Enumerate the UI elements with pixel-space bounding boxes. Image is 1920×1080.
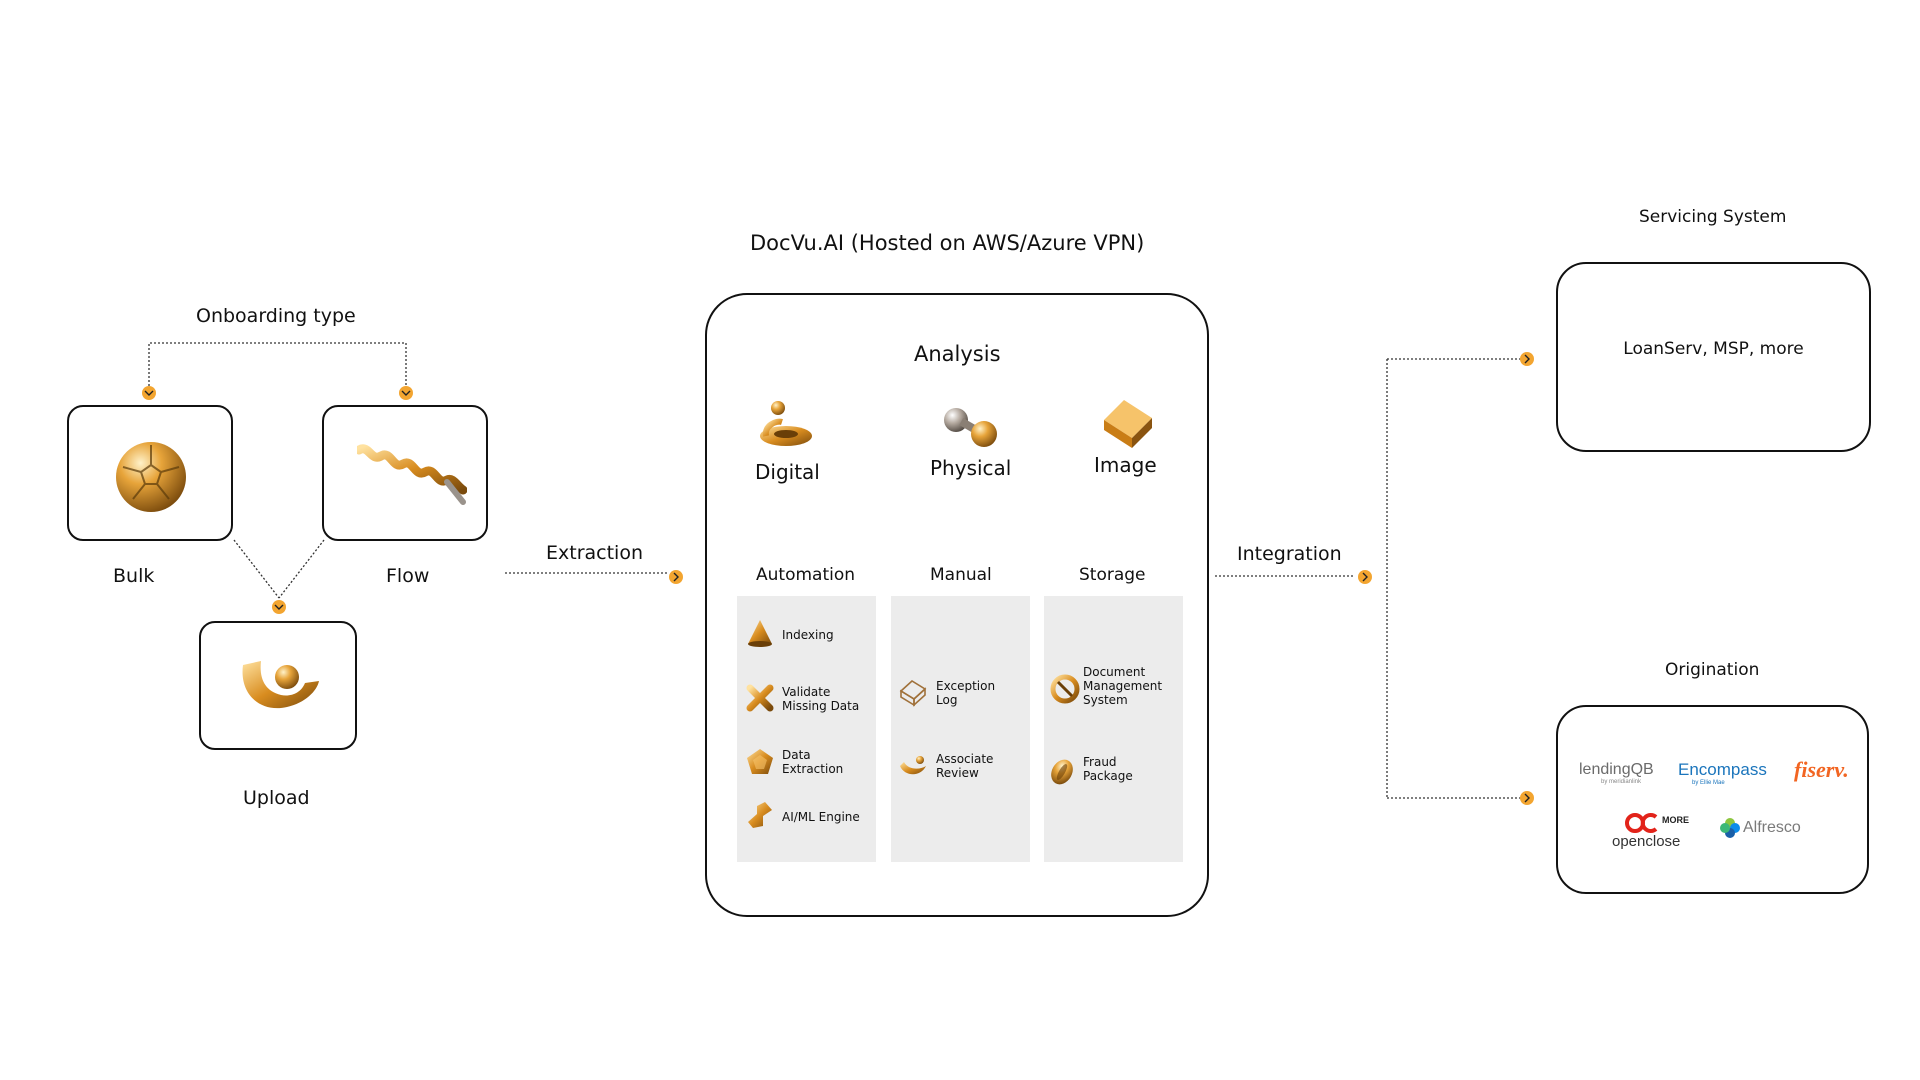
fiserv-logo: fiserv. xyxy=(1794,757,1849,782)
gold-ring-sphere-icon xyxy=(760,401,812,446)
automation-item-label: Validate Missing Data xyxy=(782,685,860,713)
gold-cone-icon xyxy=(748,620,772,647)
storage-item-label: Document Management System xyxy=(1083,665,1163,707)
arrow-down-flow xyxy=(399,386,413,400)
gold-disc-icon xyxy=(1051,759,1073,785)
analysis-title: Analysis xyxy=(914,342,1001,366)
wireframe-cube-icon xyxy=(899,680,927,707)
alfresco-flower-icon xyxy=(1720,818,1740,838)
gold-crescent-icon xyxy=(900,756,926,775)
gold-stairs-icon xyxy=(748,802,772,828)
gold-magnet-sphere-icon xyxy=(242,661,319,709)
bulk-label: Bulk xyxy=(113,565,155,587)
arrow-right-integration xyxy=(1358,570,1372,584)
lendingqb-sub: by meridianlink xyxy=(1601,779,1642,785)
servicing-title: Servicing System xyxy=(1639,207,1787,227)
gold-cube-icon xyxy=(1104,400,1152,448)
lendingqb-logo: lendingQB by meridianlink xyxy=(1579,761,1654,785)
storage-header: Storage xyxy=(1079,565,1146,585)
automation-item-label: Data Extraction xyxy=(782,748,844,776)
automation-header: Automation xyxy=(756,565,856,585)
manual-item-label: Associate Review xyxy=(936,752,994,780)
upload-card[interactable] xyxy=(199,621,357,750)
automation-item-label: AI/ML Engine xyxy=(782,810,860,824)
integration-label: Integration xyxy=(1237,543,1342,565)
arrow-right-origination xyxy=(1520,791,1534,805)
gold-soccer-ball-icon xyxy=(116,442,186,512)
servicing-body: LoanServ, MSP, more xyxy=(1623,339,1804,359)
origination-title: Origination xyxy=(1665,660,1760,680)
extraction-label: Extraction xyxy=(546,542,643,564)
lendingqb-name: lendingQB xyxy=(1579,761,1654,778)
openclose-name: openclose xyxy=(1612,833,1681,850)
servicing-card[interactable]: LoanServ, MSP, more xyxy=(1556,262,1871,452)
openclose-mark-icon xyxy=(1625,813,1658,833)
dumbbell-spheres-icon xyxy=(944,408,997,447)
storage-panel xyxy=(1044,596,1183,862)
analysis-image-label: Image xyxy=(1094,453,1157,477)
bulk-card[interactable] xyxy=(67,405,233,541)
encompass-name: Encompass xyxy=(1678,760,1767,779)
gold-torus-icon xyxy=(1050,674,1080,704)
alfresco-name: Alfresco xyxy=(1743,819,1801,836)
encompass-sub: by Ellie Mae xyxy=(1692,780,1725,786)
storage-item-label: Fraud Package xyxy=(1083,755,1133,783)
flow-label: Flow xyxy=(386,565,430,587)
origination-card[interactable]: lendingQB by meridianlink Encompass by E… xyxy=(1556,705,1869,894)
encompass-logo: Encompass by Ellie Mae xyxy=(1678,760,1767,786)
arrow-right-servicing xyxy=(1520,352,1534,366)
automation-item-label: Indexing xyxy=(782,628,834,642)
manual-panel xyxy=(891,596,1030,862)
platform-title: DocVu.AI (Hosted on AWS/Azure VPN) xyxy=(750,231,1145,255)
arrow-down-upload xyxy=(272,600,286,614)
gold-ribbon-icon xyxy=(357,444,467,505)
arrow-right-extraction xyxy=(669,570,683,584)
gold-cross-icon xyxy=(746,684,774,712)
analysis-physical-label: Physical xyxy=(930,456,1012,480)
flow-card[interactable] xyxy=(322,405,488,541)
manual-item-label: Exception Log xyxy=(936,679,996,707)
arrow-down-bulk xyxy=(142,386,156,400)
manual-header: Manual xyxy=(930,565,992,585)
upload-label: Upload xyxy=(243,787,310,809)
gold-pentagon-icon xyxy=(747,749,773,774)
onboarding-title: Onboarding type xyxy=(196,305,356,327)
openclose-more: MORE xyxy=(1662,815,1689,825)
analysis-digital-label: Digital xyxy=(755,460,820,484)
